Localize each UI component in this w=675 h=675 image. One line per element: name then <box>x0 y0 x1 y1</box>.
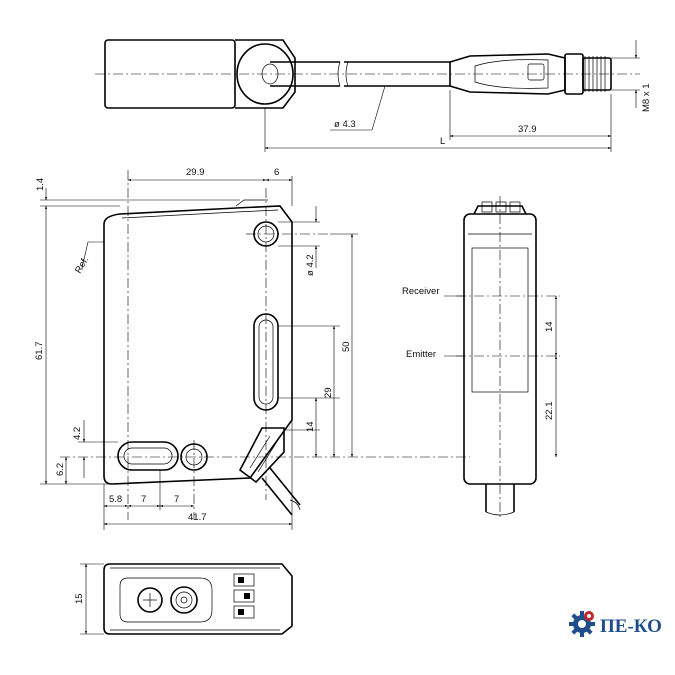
optics-window <box>471 247 529 393</box>
dim-optic-spacing: 14 <box>544 321 555 332</box>
dim-cable-diameter: ø 4.3 <box>334 119 356 130</box>
mount-slot-lower <box>117 441 179 471</box>
gear-logo-icon <box>569 611 595 637</box>
bottom-view: 15 <box>74 563 293 635</box>
dim-hole-diameter: ø 4.2 <box>305 254 316 276</box>
label-receiver: Receiver <box>402 286 440 297</box>
dim-top-offset: 1.4 <box>35 178 46 191</box>
dim-offset-a: 5.8 <box>109 494 122 505</box>
label-emitter: Emitter <box>406 349 436 360</box>
dip-switches-icon <box>233 573 255 619</box>
dim-lower-hole: 4.2 <box>72 427 83 440</box>
front-view: 29.9 6 1.4 61.7 Ref. 4.2 6.2 5.8 7 7 41.… <box>34 167 470 530</box>
dim-height-total: 61.7 <box>34 342 45 361</box>
label-ref: Ref. <box>73 255 91 276</box>
logo-text: ПЕ-КО <box>600 616 662 637</box>
dim-depth: 15 <box>74 593 85 604</box>
side-view: Receiver Emitter 14 22.1 <box>402 196 560 520</box>
dim-offset-b: 7 <box>141 494 146 505</box>
dim-slot-bottom: 14 <box>305 421 316 432</box>
top-view: M8 x 1 ø 4.3 37.9 L <box>95 39 652 152</box>
dim-bottom-offset: 6.2 <box>55 463 66 476</box>
adjust-potentiometer-icon <box>137 587 163 613</box>
dim-connector-length: 37.9 <box>518 124 537 135</box>
dim-connector-thread: M8 x 1 <box>641 83 652 112</box>
dim-emitter-height: 22.1 <box>544 402 555 421</box>
front-cable-gland <box>238 427 285 484</box>
dim-hole-spacing: 50 <box>341 341 352 352</box>
front-view-housing <box>103 205 293 485</box>
dim-hole-offset: 6 <box>274 167 279 178</box>
connector-logo-icon <box>527 63 545 81</box>
top-view-front <box>235 39 296 109</box>
dim-offset-c: 7 <box>174 494 179 505</box>
dim-cable-length: L <box>440 136 445 147</box>
dim-width-upper: 29.9 <box>186 167 205 178</box>
indicator-led-icon <box>170 586 198 614</box>
dim-slot-height: 29 <box>323 387 334 398</box>
logo: ПЕ-КО <box>569 611 662 637</box>
bottom-view-housing <box>103 563 293 635</box>
dim-width-total: 41.7 <box>188 512 207 523</box>
